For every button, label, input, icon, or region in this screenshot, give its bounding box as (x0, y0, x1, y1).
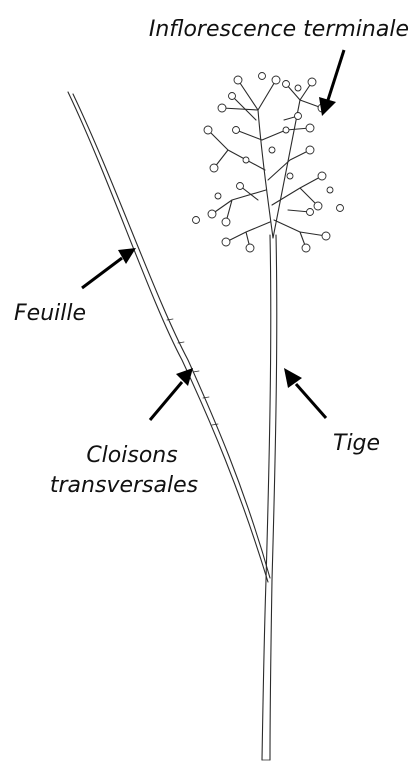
transverse-septa (167, 319, 218, 425)
arrow-leaf (82, 248, 136, 288)
label-inflorescence: Inflorescence terminale (149, 17, 409, 42)
label-septa-line2: transversales (50, 473, 198, 498)
label-septa-line1: Cloisons (86, 443, 177, 468)
stem (262, 235, 277, 760)
arrow-stem (284, 368, 326, 418)
label-leaf: Feuille (14, 301, 86, 326)
leaf (68, 92, 270, 582)
arrow-inflorescence (319, 50, 344, 116)
label-stem: Tige (333, 431, 380, 456)
arrow-septa (150, 368, 193, 420)
